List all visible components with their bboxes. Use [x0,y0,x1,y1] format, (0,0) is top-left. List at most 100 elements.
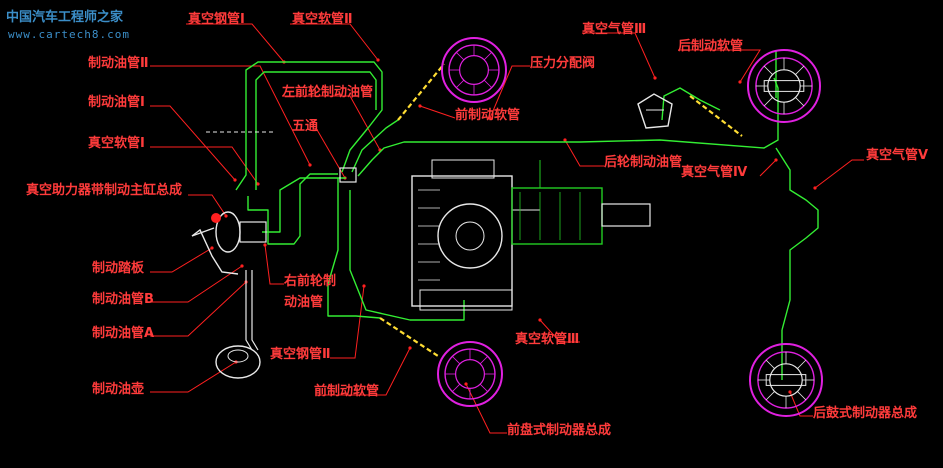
brake-hose [689,95,743,137]
wheel-spoke [452,356,461,365]
brake-fluid-reservoir [215,270,261,379]
leader-line [150,281,247,337]
watermark-url: www.cartech8.com [8,28,130,41]
brake-pipe-1 [247,173,338,245]
label-rear-wheel-brake-pipe: 后轮制动油管 [604,155,683,170]
leader-arrow-tip [233,178,237,182]
flywheel [437,203,503,269]
front-left-disc-wheel [441,37,507,103]
label-vacuum-steel-pipe-1: 真空钢管Ⅰ [188,12,245,27]
leader-arrow-tip [256,182,260,186]
vacuum-air-pipe-3 [661,87,721,121]
vacuum-air-pipe-5 [775,147,819,331]
wheel-spoke [765,359,775,369]
leader-line [150,105,236,181]
brake-pipe-b-line [245,270,253,351]
five-way-connector [339,167,357,183]
label-brake-reservoir: 制动油壶 [92,382,145,397]
label-brake-pipe-2: 制动油管Ⅱ [88,56,149,71]
engine-block [411,175,513,307]
label-brake-pipe-1: 制动油管Ⅰ [88,95,145,110]
reservoir-cap [227,349,249,363]
label-right-front-pipe-line2: 动油管 [284,295,324,310]
booster-valve-mark [211,213,221,223]
wheel-spoke [452,383,461,392]
label-vacuum-air-pipe-4: 真空气管Ⅳ [681,165,748,180]
leader-line [539,319,580,343]
leader-line [186,23,285,63]
label-booster-master-cylinder: 真空助力器带制动主缸总成 [26,183,183,198]
wheel-rim [441,37,507,103]
wheel-spoke [456,52,465,61]
engine-assembly [411,159,540,311]
gearbox-assembly [511,160,651,245]
leader-arrow-tip [788,390,792,394]
flexible-hoses [379,63,743,357]
wheel-rim [749,343,823,417]
drum-shoe-bar [765,374,807,386]
leader-arrow-tip [376,58,380,62]
vacuum-steel-pipe-1 [235,61,383,191]
leader-arrow-tip [308,163,312,167]
wheel-rim [747,49,821,123]
wheel-rim [437,341,503,407]
label-vacuum-hose-3: 真空软管Ⅲ [515,332,580,347]
right-front-brake-pipe [349,190,465,321]
pedal-push-rod [191,227,215,237]
leader-arrow-tip [653,76,657,80]
rear-left-drum-wheel [747,49,821,123]
leader-arrow-tip [464,382,468,386]
leader-arrow-tip [210,246,214,250]
drum-shoe-bar [763,80,805,92]
wheel-spoke [483,52,492,61]
wheel-hub [459,54,490,85]
wheel-spoke [763,65,773,75]
leader-arrow-tip [224,214,228,218]
brake-pipe-2 [262,177,346,233]
leader-line [150,265,243,303]
label-front-brake-hose-top: 前制动软管 [455,108,521,123]
pressure-distribution-valve [637,93,673,129]
leader-arrow-tip [418,104,422,108]
label-five-way: 五通 [292,119,319,134]
wheel-spoke [479,356,488,365]
leader-line [465,383,507,434]
leader-line [316,347,411,396]
label-front-disc-brake-assembly: 前盘式制动器总成 [507,423,612,438]
label-brake-pipe-a: 制动油管A [92,326,155,341]
leader-line [150,247,213,273]
wheel-spoke [765,391,775,401]
leader-lines [150,23,864,434]
wheel-spoke [797,391,807,401]
leader-line [315,127,346,179]
leader-line [330,285,365,359]
leader-line [290,23,379,61]
wheel-spoke [479,383,488,392]
label-front-brake-hose-bottom: 前制动软管 [314,384,380,399]
reservoir-tank [215,345,261,379]
wheel-hub [767,69,801,103]
master-cylinder [239,221,267,243]
brake-pedal-assembly [191,227,239,275]
leader-arrow-tip [563,138,567,142]
leader-arrow-tip [263,243,267,247]
label-rear-brake-hose: 后制动软管 [678,39,744,54]
leader-line [564,139,604,167]
leader-line [759,159,777,177]
label-vacuum-air-pipe-5: 真空气管Ⅴ [866,148,929,163]
leader-line [789,391,813,417]
leader-line [678,49,761,83]
leader-arrow-tip [240,264,244,268]
vacuum-booster-master-cylinder [211,211,267,253]
wheel-spoke [795,65,805,75]
leader-arrow-tip [538,318,542,322]
wheel-spoke [483,79,492,88]
label-vacuum-hose-1: 真空软管Ⅰ [88,136,145,151]
leader-arrow-tip [362,284,366,288]
watermark-title: 中国汽车工程师之家 [6,10,124,25]
left-front-brake-pipe [351,119,399,173]
brake-hose [397,63,445,121]
wheel-spoke [763,97,773,107]
brake-pipe-a-line [251,270,259,351]
